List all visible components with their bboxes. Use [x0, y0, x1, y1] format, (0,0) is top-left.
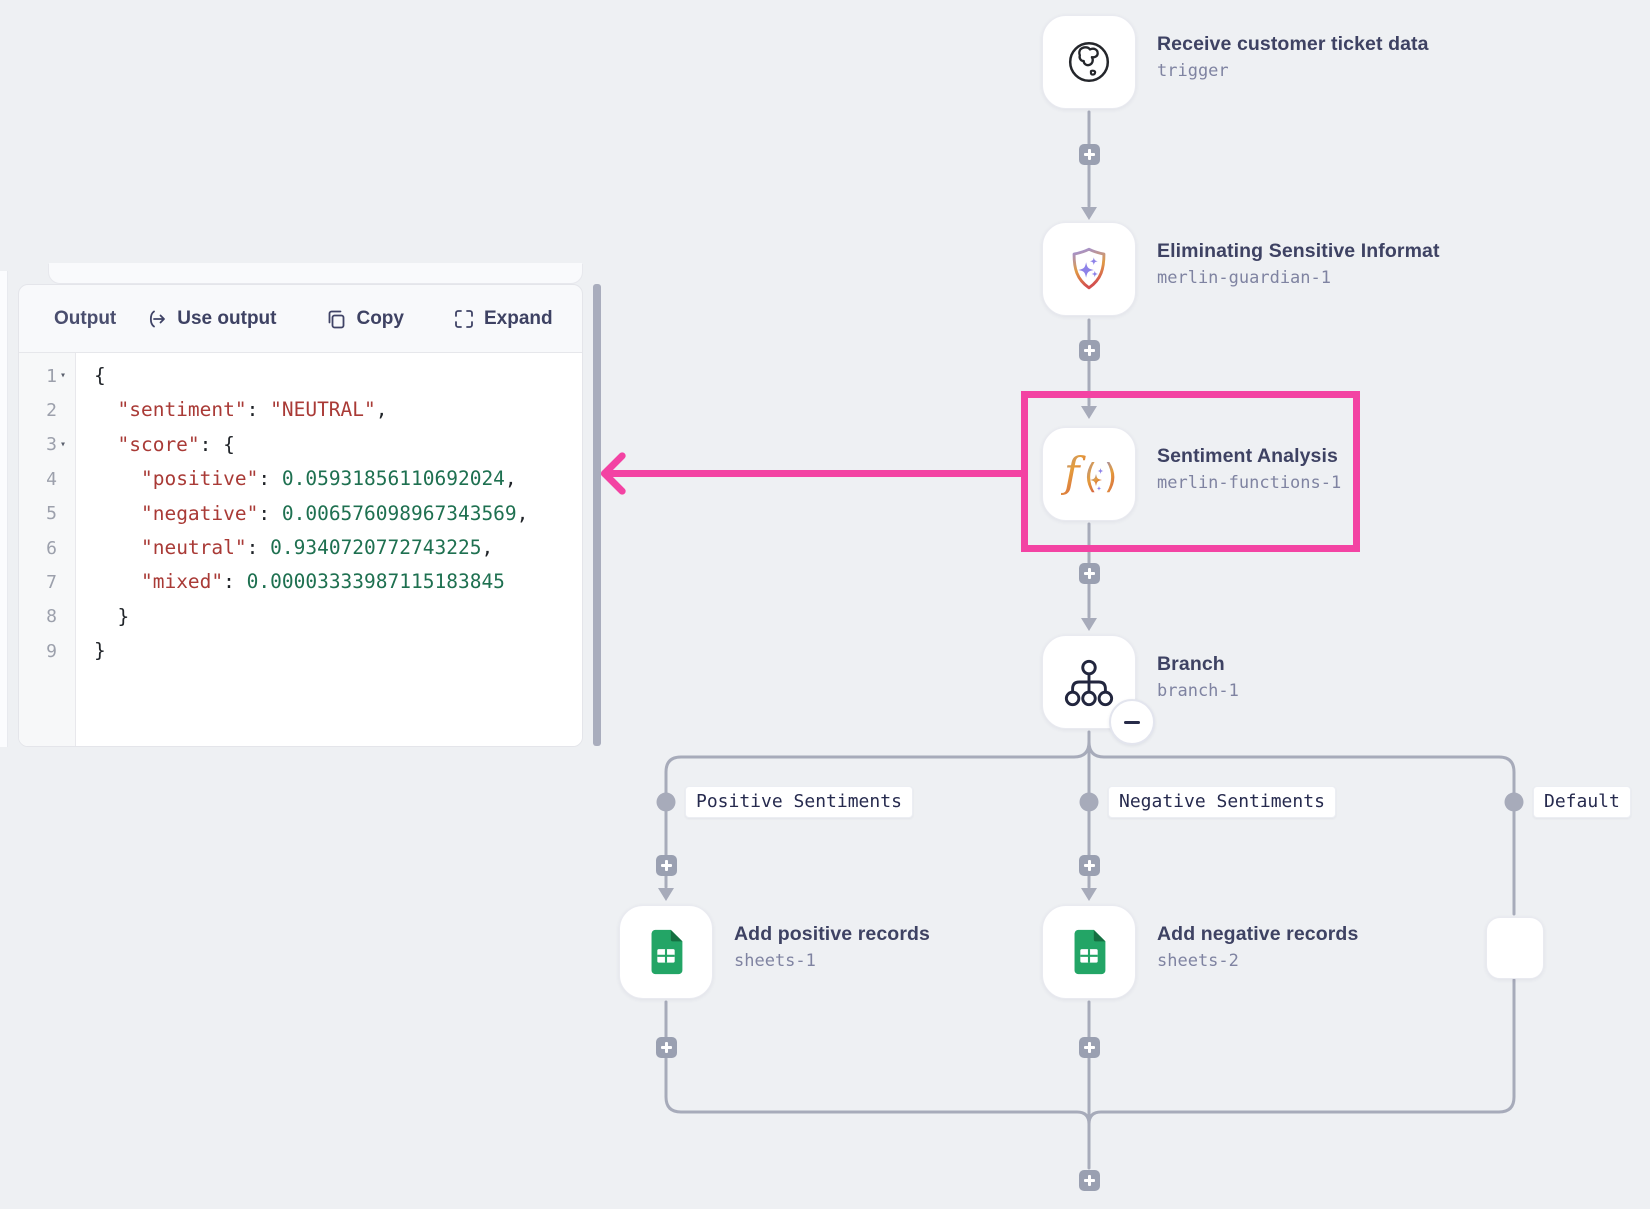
node-sheets2-text: Add negative records sheets-2: [1157, 923, 1358, 971]
node-sheets2-card[interactable]: [1042, 905, 1136, 999]
node-trigger-text: Receive customer ticket data trigger: [1157, 33, 1429, 81]
branch-port-dot: [656, 792, 676, 812]
left-panel-edge: [0, 271, 8, 747]
branch-label-negative[interactable]: Negative Sentiments: [1108, 786, 1336, 818]
copy-label: Copy: [356, 307, 404, 329]
fold-caret-icon[interactable]: ▾: [60, 438, 67, 450]
line-number: 2▾: [46, 400, 57, 422]
previous-panel-edge: [48, 263, 583, 284]
fold-caret-icon[interactable]: ▾: [60, 370, 67, 382]
add-step-button[interactable]: [656, 855, 677, 876]
branch-port-dot: [1079, 792, 1099, 812]
node-default-placeholder[interactable]: [1486, 917, 1544, 979]
google-sheets-icon: [1074, 929, 1106, 975]
node-title: Eliminating Sensitive Informat: [1157, 240, 1440, 262]
annotation-highlight-box: [1021, 391, 1360, 552]
shield-sparkle-icon: [1072, 247, 1106, 290]
arrowhead-icon: [1081, 406, 1097, 419]
code-line: "negative": 0.006576098967343569,: [140, 501, 529, 525]
node-subtitle: sheets-1: [734, 951, 816, 971]
arrowhead-icon: [658, 888, 674, 901]
node-guardian-text: Eliminating Sensitive Informat merlin-gu…: [1157, 240, 1440, 288]
node-subtitle: sheets-2: [1157, 951, 1239, 971]
svg-text:): ): [1104, 457, 1117, 497]
line-number: 3▾: [19, 428, 75, 462]
connector-merge-right: [1087, 978, 1516, 1126]
branch-port-dot: [1504, 792, 1524, 812]
add-step-button[interactable]: [1079, 855, 1100, 876]
expand-icon: [455, 309, 473, 328]
code-line: "positive": 0.05931856110692024,: [140, 467, 517, 491]
arrowhead-icon: [1081, 207, 1097, 220]
branch-label-default[interactable]: Default: [1533, 786, 1631, 818]
node-title: Sentiment Analysis: [1157, 445, 1338, 467]
code-line: "neutral": 0.9340720772743225,: [140, 535, 494, 559]
arrowhead-icon: [1081, 618, 1097, 631]
node-title: Branch: [1157, 653, 1225, 675]
google-sheets-icon: [651, 929, 683, 975]
svg-text:(: (: [1084, 457, 1097, 497]
node-subtitle: merlin-guardian-1: [1157, 268, 1331, 288]
collapse-branch-button[interactable]: [1109, 699, 1155, 745]
expand-button[interactable]: Expand: [453, 308, 553, 330]
connector-branch-left: [664, 740, 1091, 889]
code-line: "score": {: [117, 432, 235, 456]
node-title: Add negative records: [1157, 923, 1359, 945]
add-step-button[interactable]: [1079, 1037, 1100, 1058]
panel-divider-handle[interactable]: [593, 284, 601, 746]
add-step-button[interactable]: [1079, 144, 1100, 165]
branch-icon: [1064, 659, 1114, 707]
node-subtitle: trigger: [1157, 61, 1229, 81]
use-output-label: Use output: [177, 307, 277, 329]
line-number: 6▾: [46, 537, 57, 559]
code-line: "mixed": 0.00003333987115183845: [140, 570, 505, 594]
add-step-button[interactable]: [1079, 1170, 1100, 1191]
function-icon: ƒ ( ): [1061, 448, 1117, 497]
use-output-button[interactable]: Use output: [146, 308, 276, 330]
line-number: 5▾: [46, 503, 57, 525]
node-subtitle: merlin-functions-1: [1157, 473, 1342, 493]
globe-icon: [1068, 41, 1110, 83]
json-output-code: { "sentiment": "NEUTRAL", "score": { "po…: [76, 353, 529, 746]
add-step-button[interactable]: [656, 1037, 677, 1058]
node-branch-text: Branch branch-1: [1157, 653, 1239, 701]
copy-icon: [329, 310, 345, 328]
node-functions-text: Sentiment Analysis merlin-functions-1: [1157, 445, 1341, 493]
code-line: {: [94, 364, 106, 387]
output-panel-header: Output Use output Copy: [19, 285, 582, 353]
output-code-viewer: 1▾ 2▾ 3▾ 4▾ 5▾ 6▾ 7▾ 8▾ 9▾ { "sentiment": "NEUTR…: [19, 353, 582, 746]
connector-merge-left: [664, 1000, 1091, 1126]
code-line: }: [94, 604, 130, 628]
code-line: "sentiment": "NEUTRAL",: [117, 398, 388, 422]
node-trigger-card[interactable]: [1042, 15, 1136, 109]
add-step-button[interactable]: [1079, 340, 1100, 361]
line-number-gutter: 1▾ 2▾ 3▾ 4▾ 5▾ 6▾ 7▾ 8▾ 9▾: [19, 353, 76, 746]
annotation-arrow-shaft: [606, 470, 1026, 477]
node-sheets1-card[interactable]: [619, 905, 713, 999]
node-title: Receive customer ticket data: [1157, 33, 1429, 55]
line-number: 9▾: [46, 640, 57, 662]
add-step-button[interactable]: [1079, 563, 1100, 584]
output-panel: Output Use output Copy: [18, 284, 583, 747]
arrowhead-icon: [1081, 888, 1097, 901]
node-subtitle: branch-1: [1157, 681, 1239, 701]
use-output-icon: [150, 310, 166, 327]
node-functions-card[interactable]: ƒ ( ): [1042, 427, 1136, 521]
node-sheets1-text: Add positive records sheets-1: [734, 923, 930, 971]
connector-branch-right: [1087, 740, 1516, 916]
line-number: 1▾: [19, 359, 75, 393]
line-number: 8▾: [46, 606, 57, 628]
node-guardian-card[interactable]: [1042, 222, 1136, 316]
code-line: }: [94, 639, 106, 663]
line-number: 4▾: [46, 468, 57, 490]
copy-button[interactable]: Copy: [325, 308, 404, 330]
output-panel-title: Output: [54, 307, 117, 329]
line-number: 7▾: [46, 572, 57, 594]
branch-label-positive[interactable]: Positive Sentiments: [685, 786, 913, 818]
node-title: Add positive records: [734, 923, 930, 945]
expand-label: Expand: [483, 307, 553, 329]
